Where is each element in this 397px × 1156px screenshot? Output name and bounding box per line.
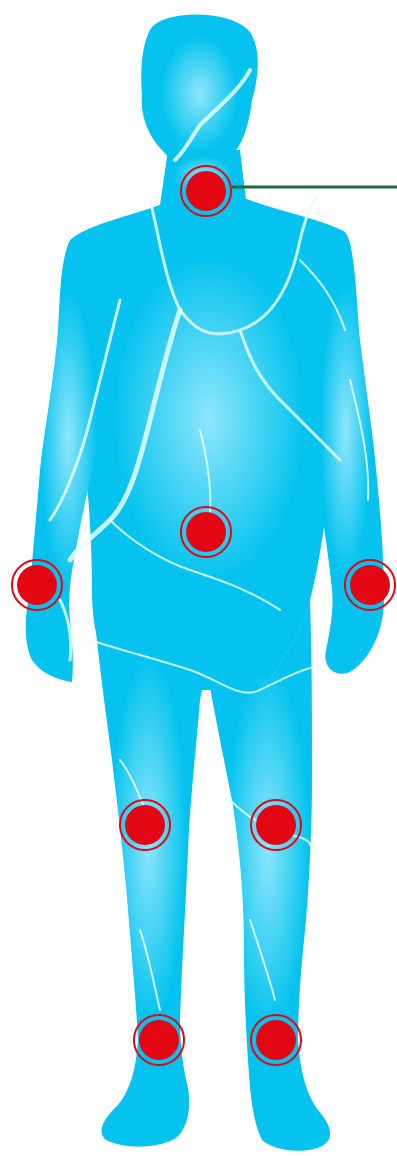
right-leg-shape	[205, 600, 330, 1151]
right-knee-marker[interactable]	[120, 800, 170, 850]
right-arm-shape	[308, 232, 385, 674]
left-wrist-marker[interactable]	[345, 560, 395, 610]
right-ankle-marker[interactable]	[134, 1015, 184, 1065]
neck-marker[interactable]	[181, 166, 231, 216]
abdomen-marker[interactable]	[181, 507, 231, 557]
left-ankle-marker[interactable]	[251, 1015, 301, 1065]
right-wrist-marker[interactable]	[12, 560, 62, 610]
left-knee-marker[interactable]	[251, 800, 301, 850]
